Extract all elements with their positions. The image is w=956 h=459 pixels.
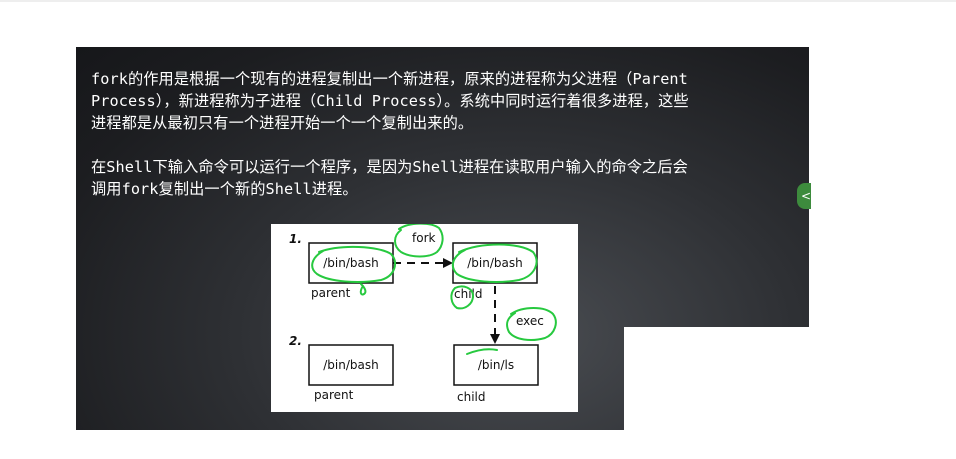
step1-parent-box-label: /bin/bash bbox=[323, 256, 378, 270]
annotation-circle-parent-bash bbox=[311, 245, 397, 283]
step1-child-caption: child bbox=[454, 287, 483, 301]
annotation-circle-fork bbox=[394, 224, 444, 258]
step2-parent-box-label: /bin/bash bbox=[323, 358, 378, 372]
green-annotations bbox=[311, 224, 557, 355]
annotation-circle-child-bash bbox=[451, 243, 538, 283]
step2-parent-caption: parent bbox=[314, 388, 354, 402]
top-divider bbox=[0, 0, 956, 2]
step1-child-box-label: /bin/bash bbox=[467, 256, 522, 270]
annotation-circle-exec bbox=[506, 307, 557, 341]
exec-label: exec bbox=[516, 314, 544, 328]
slide-paragraph-shell: 在Shell下输入命令可以运行一个程序，是因为Shell进程在读取用户输入的命令… bbox=[91, 158, 688, 198]
step2-child-caption: child bbox=[457, 390, 486, 404]
slide-paragraph-fork: fork的作用是根据一个现有的进程复制出一个新进程，原来的进程称为父进程（Par… bbox=[91, 70, 689, 132]
step2-parent-box bbox=[308, 344, 394, 386]
fork-exec-diagram: 1. 2. /bin/bash parent fork /bin/bash ch… bbox=[271, 224, 578, 412]
annotation-circle-child-caption bbox=[450, 285, 474, 310]
annotation-stroke-ls bbox=[466, 348, 498, 355]
step2-child-box bbox=[453, 344, 539, 386]
step1-parent-caption: parent bbox=[311, 286, 351, 300]
fork-label: fork bbox=[412, 231, 436, 245]
step1-label: 1. bbox=[289, 232, 302, 246]
diagram-svg: 1. 2. /bin/bash parent fork /bin/bash ch… bbox=[289, 224, 557, 404]
chevron-left-icon: < bbox=[800, 189, 811, 203]
annotation-tick-parent bbox=[359, 283, 367, 296]
step2-label: 2. bbox=[289, 334, 302, 348]
step2-child-box-label: /bin/ls bbox=[478, 358, 514, 372]
side-collapse-tab[interactable]: < bbox=[797, 183, 811, 209]
white-overlay-region bbox=[624, 327, 956, 459]
